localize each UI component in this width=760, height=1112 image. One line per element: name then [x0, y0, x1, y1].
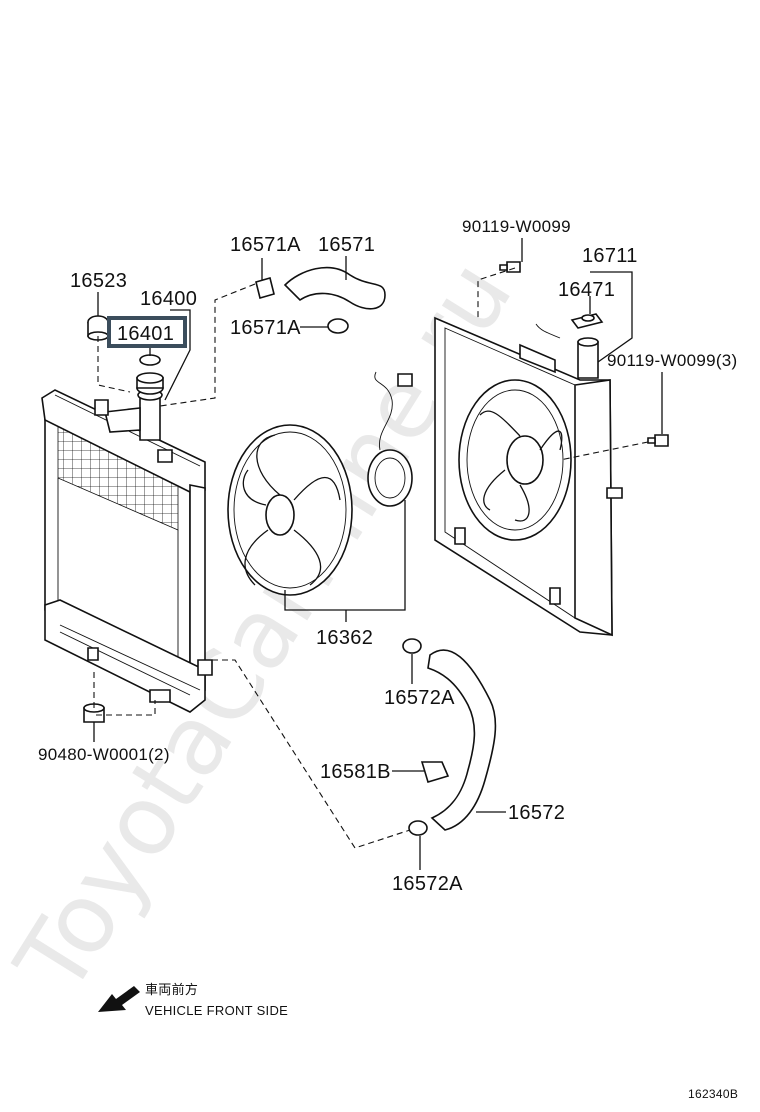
hose-clamp-16572A-bottom[interactable]: [408, 820, 428, 836]
label-16581B: 16581B: [320, 761, 391, 783]
label-16471: 16471: [558, 279, 615, 301]
cap-gasket[interactable]: [139, 354, 161, 366]
diagram-id: 162340B: [688, 1087, 738, 1101]
direction-jp: 車両前方: [145, 982, 198, 997]
arrow-icon: [98, 986, 140, 1012]
label-16572: 16572: [508, 802, 565, 824]
highlight-box: [107, 316, 187, 348]
fan-blade-16362[interactable]: [227, 424, 353, 596]
leader-lines: [93, 238, 663, 870]
label-16571A-mid: 16571A: [230, 317, 301, 339]
label-16572A-bottom: 16572A: [392, 873, 463, 895]
reservoir-cap-16471[interactable]: [570, 313, 604, 329]
hose-clamp-16572A-top[interactable]: [402, 638, 422, 654]
label-90119-right: 90119-W0099(3): [607, 351, 738, 370]
bolt-90119-right[interactable]: [647, 434, 669, 447]
inlet-hose-16571[interactable]: [283, 266, 386, 310]
fan-shroud-16711[interactable]: [434, 316, 623, 637]
label-90119-top: 90119-W0099: [462, 217, 571, 236]
radiator-assembly[interactable]: [41, 389, 213, 713]
outlet-hose-16572[interactable]: [427, 649, 497, 831]
label-16571A-top: 16571A: [230, 234, 301, 256]
label-90480: 90480-W0001(2): [38, 745, 170, 764]
bolt-90119-top[interactable]: [499, 261, 521, 273]
radiator-cap-16401[interactable]: [136, 372, 164, 395]
label-16571: 16571: [318, 234, 375, 256]
clamp-16581B[interactable]: [420, 761, 450, 783]
fan-motor[interactable]: [367, 371, 413, 507]
dashed-guide-lines: [93, 267, 649, 849]
label-16401[interactable]: 16401: [117, 323, 174, 345]
label-16711: 16711: [582, 245, 638, 267]
vehicle-front-indicator: 車両前方 VEHICLE FRONT SIDE: [98, 982, 288, 1018]
hose-clamp-16571A-mid[interactable]: [327, 318, 349, 334]
label-16400: 16400: [140, 288, 197, 310]
direction-en: VEHICLE FRONT SIDE: [145, 1003, 288, 1018]
hose-clamp-16571A-top[interactable]: [255, 277, 275, 299]
label-16362: 16362: [316, 627, 373, 649]
label-16523: 16523: [70, 270, 127, 292]
label-16572A-top: 16572A: [384, 687, 455, 709]
